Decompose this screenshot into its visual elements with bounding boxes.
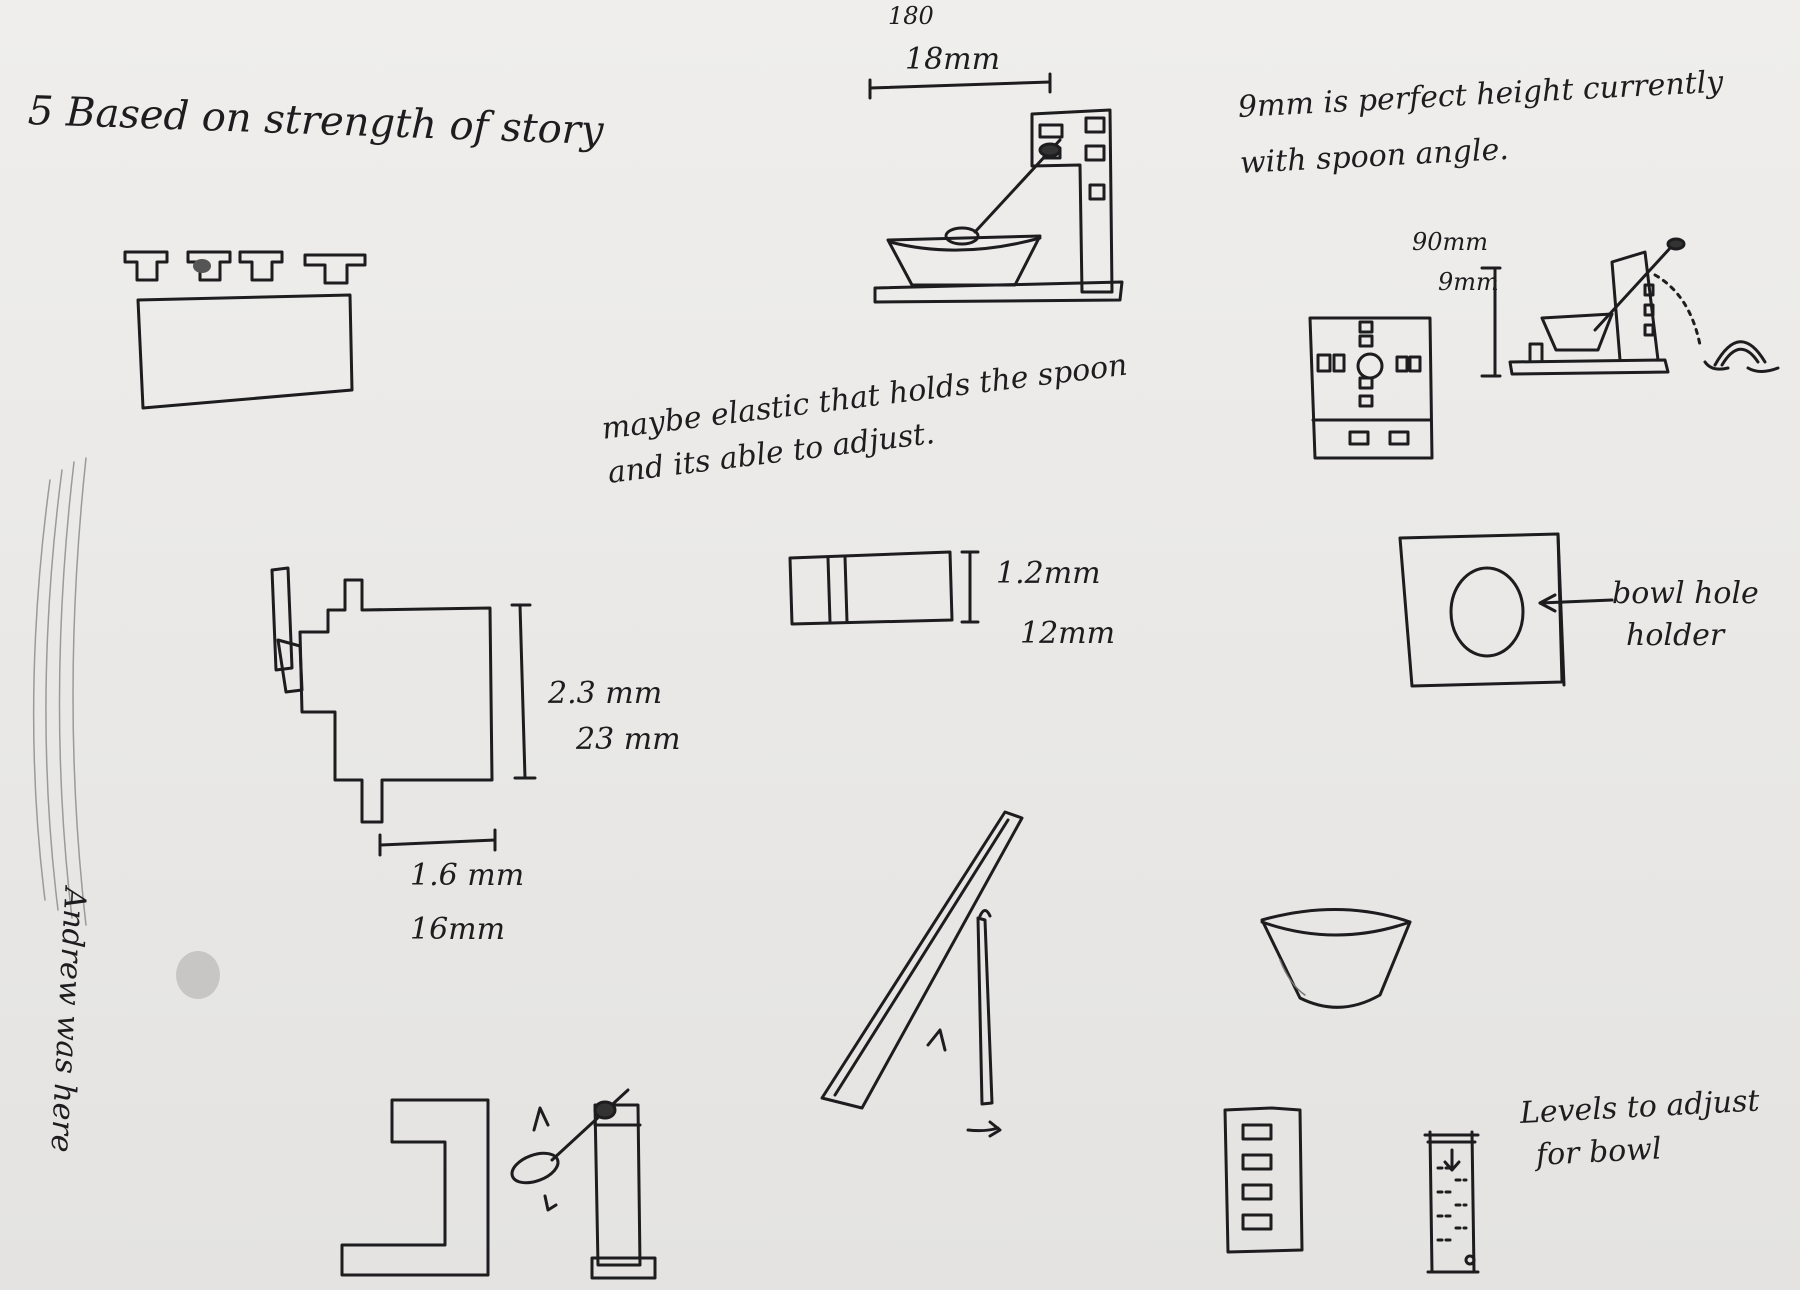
spoon-machine-sketch xyxy=(868,72,1124,304)
servo-height-dimension-b: 23 mm xyxy=(576,722,681,757)
binder-marks xyxy=(32,457,87,926)
bowl-sketch xyxy=(1260,907,1412,1009)
thickness-dimension-b: 12mm xyxy=(1020,616,1116,651)
servo-width-dimension-b: 16mm xyxy=(410,912,506,947)
bowl-hole-note-line-1: bowl hole xyxy=(1612,576,1759,611)
top-dimension-upper: 180 xyxy=(888,2,934,30)
assembly-height-upper: 90mm xyxy=(1412,228,1489,256)
arm-stand-sketch xyxy=(820,810,1024,1138)
servo-body-sketch xyxy=(270,566,537,857)
bowl-hole-note-line-2: holder xyxy=(1626,618,1725,653)
servo-height-dimension-a: 2.3 mm xyxy=(548,676,663,711)
servo-horn-row-sketch xyxy=(123,250,367,410)
smudge-mark xyxy=(176,951,220,999)
spoon-mount-sketch xyxy=(340,1088,657,1280)
levels-sketch xyxy=(1223,1106,1480,1274)
bracket-thickness-sketch xyxy=(788,550,980,626)
assembly-sketch xyxy=(1308,237,1780,460)
servo-width-dimension-a: 1.6 mm xyxy=(410,858,525,893)
thickness-dimension-a: 1.2mm xyxy=(996,556,1101,591)
top-dimension-lower: 18mm xyxy=(905,42,1001,77)
assembly-height-lower: 9mm xyxy=(1438,268,1499,296)
bowl-hole-holder-sketch xyxy=(1398,532,1614,688)
levels-note-line-2: for bowl xyxy=(1535,1131,1663,1173)
